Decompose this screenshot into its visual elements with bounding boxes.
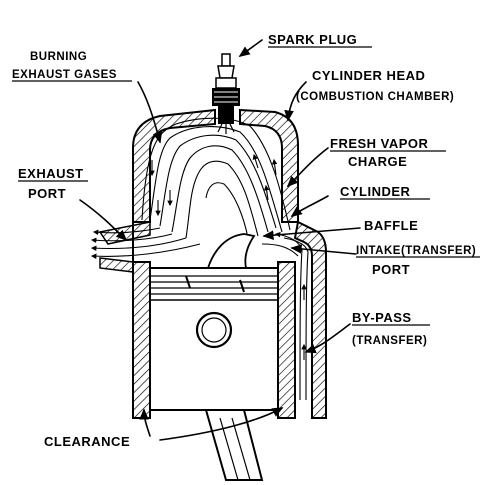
label-clearance: CLEARANCE <box>44 434 130 449</box>
label-cylinder: CYLINDER <box>340 184 411 199</box>
label-intake: INTAKE(TRANSFER) <box>356 245 476 257</box>
label-fresh-vapor: FRESH VAPOR <box>330 136 429 151</box>
spark-plug <box>212 53 240 134</box>
label-baffle: BAFFLE <box>364 218 418 233</box>
label-exhaust-port: PORT <box>28 186 66 201</box>
label-by-pass: BY-PASS <box>352 310 412 325</box>
label-combustion-chamber: (COMBUSTION CHAMBER) <box>296 91 454 103</box>
piston <box>149 233 279 411</box>
connecting-rod <box>204 409 264 481</box>
label-charge: CHARGE <box>348 154 407 169</box>
label-burning: BURNING <box>30 51 87 63</box>
label-intake-port: PORT <box>372 262 410 277</box>
label-spark-plug: SPARK PLUG <box>268 32 357 47</box>
label-exhaust: EXHAUST <box>18 166 84 181</box>
leader-lines <box>79 39 361 441</box>
gas-flow-lines <box>90 117 309 401</box>
label-exhaust-gases: EXHAUST GASES <box>12 69 117 81</box>
label-transfer: (TRANSFER) <box>352 335 427 347</box>
label-group: SPARK PLUG BURNING EXHAUST GASES CYLINDE… <box>12 32 480 449</box>
label-cylinder-head: CYLINDER HEAD <box>312 68 425 83</box>
